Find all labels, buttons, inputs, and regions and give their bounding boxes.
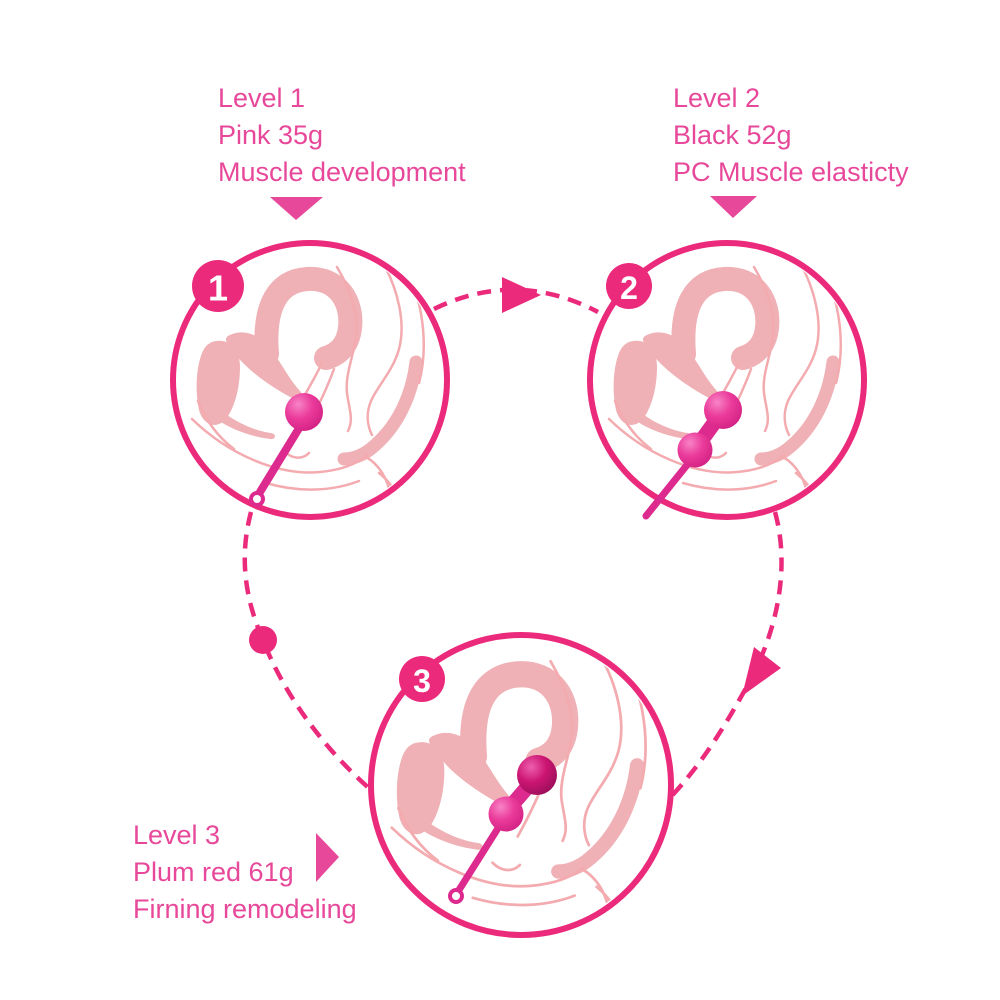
level-1-weight: Pink 35g <box>218 120 324 150</box>
level-3-label: Level 3 Plum red 61g Firning remodeling <box>133 817 357 928</box>
flow-arc-2-3 <box>660 511 784 808</box>
step-badges: 1 2 3 <box>192 260 652 702</box>
single-kegel-ball-icon <box>249 393 323 507</box>
step-1-illustration <box>170 240 450 517</box>
flow-arrowhead-down-icon <box>742 647 781 696</box>
double-kegel-ball-icon <box>642 391 742 520</box>
level-1-benefit: Muscle development <box>218 157 466 187</box>
step-1-badge <box>192 260 244 312</box>
flow-arrowhead-right-icon <box>502 277 541 313</box>
level-2-benefit: PC Muscle elasticty <box>673 157 909 187</box>
step-3-badge <box>399 656 445 702</box>
level-3-weight: Plum red 61g <box>133 857 294 887</box>
step-1-badge-number: 1 <box>208 268 228 309</box>
level-1-label: Level 1 Pink 35g Muscle development <box>218 80 466 191</box>
level-3-title: Level 3 <box>133 820 221 850</box>
double-kegel-ball-plum-icon <box>448 755 557 904</box>
level-2-weight: Black 52g <box>673 120 792 150</box>
level-1-triangle-down-icon <box>270 197 323 220</box>
level-1-title: Level 1 <box>218 83 306 113</box>
step-3-badge-number: 3 <box>413 663 431 699</box>
flow-connectors <box>242 287 784 808</box>
step-2-badge <box>606 263 652 309</box>
level-3-triangle-right-icon <box>316 833 339 882</box>
flow-node-dot-icon <box>249 626 277 654</box>
flow-arc-3-1 <box>242 511 379 797</box>
step-2-illustration <box>587 240 867 520</box>
flow-arc-1-2 <box>433 287 600 314</box>
level-2-triangle-down-icon <box>710 196 757 218</box>
step-2-badge-number: 2 <box>620 270 638 306</box>
level-2-title: Level 2 <box>673 83 761 113</box>
level-3-benefit: Firning remodeling <box>133 894 357 924</box>
level-2-label: Level 2 Black 52g PC Muscle elasticty <box>673 80 909 191</box>
step-3-illustration <box>368 632 674 935</box>
